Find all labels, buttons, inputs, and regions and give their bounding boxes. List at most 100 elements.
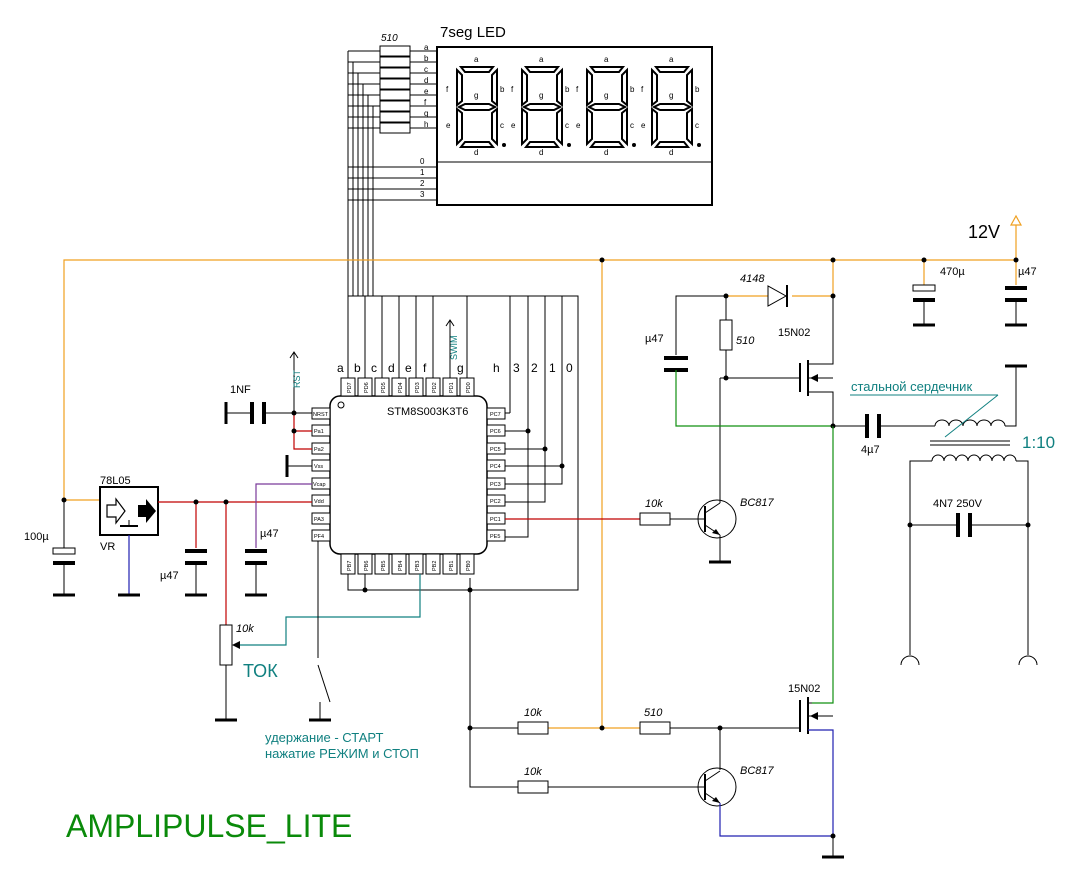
svg-text:f: f: [424, 98, 427, 107]
svg-text:PC3: PC3: [490, 482, 501, 488]
svg-text:3: 3: [420, 190, 425, 199]
mcu-body: [329, 395, 488, 555]
display-label: 7seg LED: [440, 24, 506, 41]
svg-text:2: 2: [531, 361, 538, 375]
cap-nrst: [224, 402, 294, 424]
mcu-top-labels: a b c d e f g h 3 2 1 0: [337, 361, 573, 375]
rail-junctions: [61, 257, 1019, 731]
svg-text:0: 0: [566, 361, 573, 375]
svg-text:d: d: [424, 76, 428, 85]
svg-text:PC4: PC4: [490, 464, 501, 470]
mcu-right-pins: [486, 407, 506, 542]
svg-text:c: c: [371, 361, 377, 375]
svg-text:f: f: [446, 85, 449, 94]
vss-ground: [285, 455, 312, 477]
midpoint-green-wire: [812, 426, 834, 704]
svg-text:c: c: [630, 121, 634, 130]
svg-text:NRST: NRST: [313, 412, 329, 418]
mcu-left-pins: [311, 407, 331, 542]
svg-text:e: e: [405, 361, 412, 375]
regulator-name: 78L05: [100, 475, 131, 487]
gate-network-upper: [675, 295, 800, 491]
svg-text:PB5: PB5: [381, 561, 387, 571]
svg-text:PB1: PB1: [449, 561, 455, 571]
svg-text:Vss: Vss: [314, 464, 323, 470]
cap-coupling-label: 4µ7: [861, 444, 880, 456]
svg-text:PB4: PB4: [398, 561, 404, 571]
rst-connection: [289, 351, 312, 414]
mcu-left-pin-names: NRST Pa1 Pa2 Vss Vcap Vdd PA3 PF4: [313, 412, 329, 540]
svg-text:f: f: [423, 361, 427, 375]
switch-note-2: нажатие РЕЖИМ и СТОП: [265, 746, 419, 761]
svg-text:e: e: [576, 121, 581, 130]
svg-text:b: b: [500, 85, 505, 94]
source-blue-wire: [808, 729, 834, 836]
svg-text:0: 0: [420, 157, 425, 166]
potentiometer: [215, 624, 237, 722]
cap-input: [52, 500, 76, 597]
svg-text:PD0: PD0: [466, 382, 472, 393]
mcu-junctions: [362, 428, 565, 593]
regulator-ref: VR: [100, 541, 115, 553]
svg-text:PF4: PF4: [314, 534, 324, 540]
mcu-right-pin-names: PC7 PC6 PC5 PC4 PC3 PC2 PC1 PE5: [490, 412, 501, 540]
resistor-gate-label: 510: [736, 335, 755, 347]
svg-text:d: d: [604, 148, 608, 157]
resistor-base1: [639, 512, 671, 526]
digit-1: [456, 66, 506, 148]
svg-text:c: c: [565, 121, 569, 130]
resistor-array: [347, 45, 437, 296]
resistor-low3-label: 10k: [524, 766, 542, 778]
cap-vreg-out: [185, 549, 207, 597]
svg-text:a: a: [539, 55, 544, 64]
svg-text:PB6: PB6: [364, 561, 370, 571]
digit-4-letters: a f b g e c d: [641, 55, 700, 157]
svg-text:c: c: [500, 121, 504, 130]
svg-text:g: g: [669, 91, 673, 100]
cap-input-label: 100µ: [24, 531, 49, 543]
cap-vcap: [245, 549, 267, 597]
svg-text:a: a: [474, 55, 479, 64]
swim-label: SWIM: [449, 336, 459, 361]
svg-text:PC5: PC5: [490, 447, 501, 453]
svg-text:PC7: PC7: [490, 412, 501, 418]
digit-3-letters: a f b g e c d: [576, 55, 635, 157]
seven-seg-display: 7seg LED: [347, 24, 713, 296]
cap-decoupling-label: µ47: [1018, 266, 1037, 278]
display-bus: [347, 295, 579, 591]
svg-text:Vdd: Vdd: [314, 499, 324, 505]
svg-text:b: b: [695, 85, 700, 94]
svg-text:f: f: [576, 85, 579, 94]
pot-name: ТОК: [243, 661, 278, 681]
svg-text:PA3: PA3: [314, 517, 324, 523]
svg-text:h: h: [424, 120, 428, 129]
svg-text:3: 3: [513, 361, 520, 375]
svg-text:Pa2: Pa2: [314, 447, 324, 453]
mosfet-upper-label: 15N02: [778, 327, 810, 339]
cap-boot: [664, 356, 688, 372]
digit-1-letters: a f b g e c d: [446, 55, 505, 157]
svg-text:b: b: [565, 85, 570, 94]
svg-text:PC2: PC2: [490, 499, 501, 505]
svg-text:f: f: [641, 85, 644, 94]
svg-text:g: g: [474, 91, 478, 100]
digit-2-letters: a f b g e c d: [511, 55, 570, 157]
mcu-name: STM8S003K3T6: [387, 406, 468, 418]
svg-text:PD6: PD6: [364, 382, 370, 393]
cap-output-label: 4N7 250V: [933, 498, 983, 510]
transformer-junctions: [907, 522, 1031, 528]
svg-text:PC6: PC6: [490, 429, 501, 435]
core-pointer: [850, 394, 999, 438]
transistor-q2: [697, 767, 737, 807]
supply-arrow-icon: [1009, 214, 1023, 226]
mcu-right-wiring: [347, 412, 563, 591]
mcu-bottom-pin-names: PB7 PB6 PB5 PB4 PB3 PB2 PB1 PB0: [347, 561, 472, 571]
switch-note-1: удержание - СТАРТ: [265, 730, 383, 745]
mosfet-upper: [799, 296, 834, 426]
supply-rail: [63, 225, 1017, 729]
vdd-junctions: [193, 410, 297, 505]
svg-text:e: e: [511, 121, 516, 130]
svg-text:b: b: [424, 54, 429, 63]
svg-text:PD1: PD1: [449, 382, 455, 393]
